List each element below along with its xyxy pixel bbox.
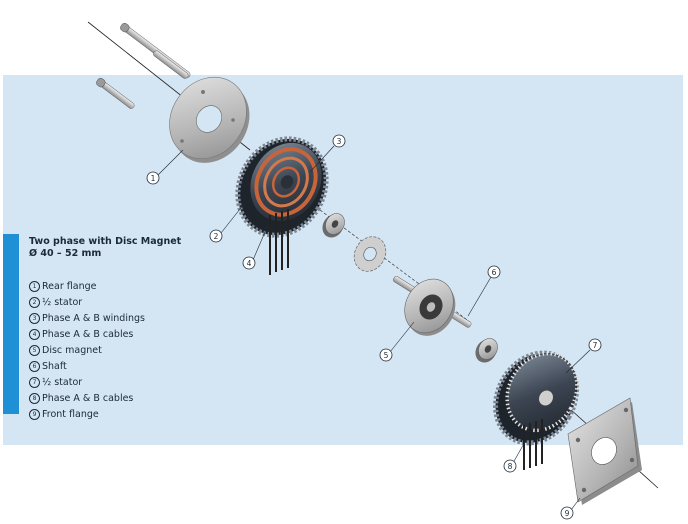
callout-2-label: 2 — [214, 232, 219, 241]
legend-label: Shaft — [42, 361, 67, 372]
callout-1-label: 1 — [151, 174, 156, 183]
front-bearing — [475, 338, 498, 363]
legend-label: Front flange — [42, 409, 99, 420]
rear-stator — [235, 136, 329, 238]
callout-8: 8 — [503, 459, 517, 473]
legend-number: 3 — [29, 313, 40, 324]
legend-number: 8 — [29, 393, 40, 404]
callout-3-label: 3 — [337, 137, 342, 146]
legend-label: ½ stator — [42, 297, 83, 308]
callout-1: 1 — [146, 171, 160, 185]
callout-8-label: 8 — [508, 462, 513, 471]
callout-5: 5 — [379, 348, 393, 362]
callout-6-label: 6 — [492, 268, 497, 277]
accent-bar — [3, 234, 19, 414]
callout-3: 3 — [332, 134, 346, 148]
callout-4-label: 4 — [247, 259, 252, 268]
callout-6: 6 — [487, 265, 501, 279]
title-line-2: Ø 40 – 52 mm — [29, 248, 102, 259]
legend-number: 4 — [29, 329, 40, 340]
legend-number: 9 — [29, 409, 40, 420]
title-line-1: Two phase with Disc Magnet — [29, 236, 182, 247]
legend-label: Phase A & B cables — [42, 329, 134, 340]
screw-pins — [96, 22, 191, 109]
legend-number: 2 — [29, 297, 40, 308]
rear-cables — [269, 209, 289, 275]
disc-magnet — [404, 278, 456, 336]
diagram-title: Two phase with Disc Magnet Ø 40 – 52 mm — [29, 236, 181, 260]
callout-2: 2 — [209, 229, 223, 243]
legend-label: ½ stator — [42, 377, 83, 388]
front-flange — [567, 397, 642, 505]
callout-9: 9 — [560, 506, 574, 520]
callout-7: 7 — [588, 338, 602, 352]
legend-label: Phase A & B windings — [42, 313, 145, 324]
legend-number: 5 — [29, 345, 40, 356]
legend-label: Disc magnet — [42, 345, 102, 356]
rear-flange — [169, 76, 250, 163]
callout-7-label: 7 — [593, 341, 598, 350]
rear-bearing — [322, 213, 345, 238]
front-cables — [523, 419, 543, 470]
front-stator — [493, 350, 579, 446]
legend-label: Rear flange — [42, 281, 97, 292]
star-washer — [353, 236, 387, 272]
legend-number: 6 — [29, 361, 40, 372]
callout-leaders — [157, 145, 591, 511]
legend-number: 7 — [29, 377, 40, 388]
callout-4: 4 — [242, 256, 256, 270]
legend-label: Phase A & B cables — [42, 393, 134, 404]
callout-5-label: 5 — [384, 351, 389, 360]
callout-9-label: 9 — [565, 509, 570, 518]
legend-number: 1 — [29, 281, 40, 292]
